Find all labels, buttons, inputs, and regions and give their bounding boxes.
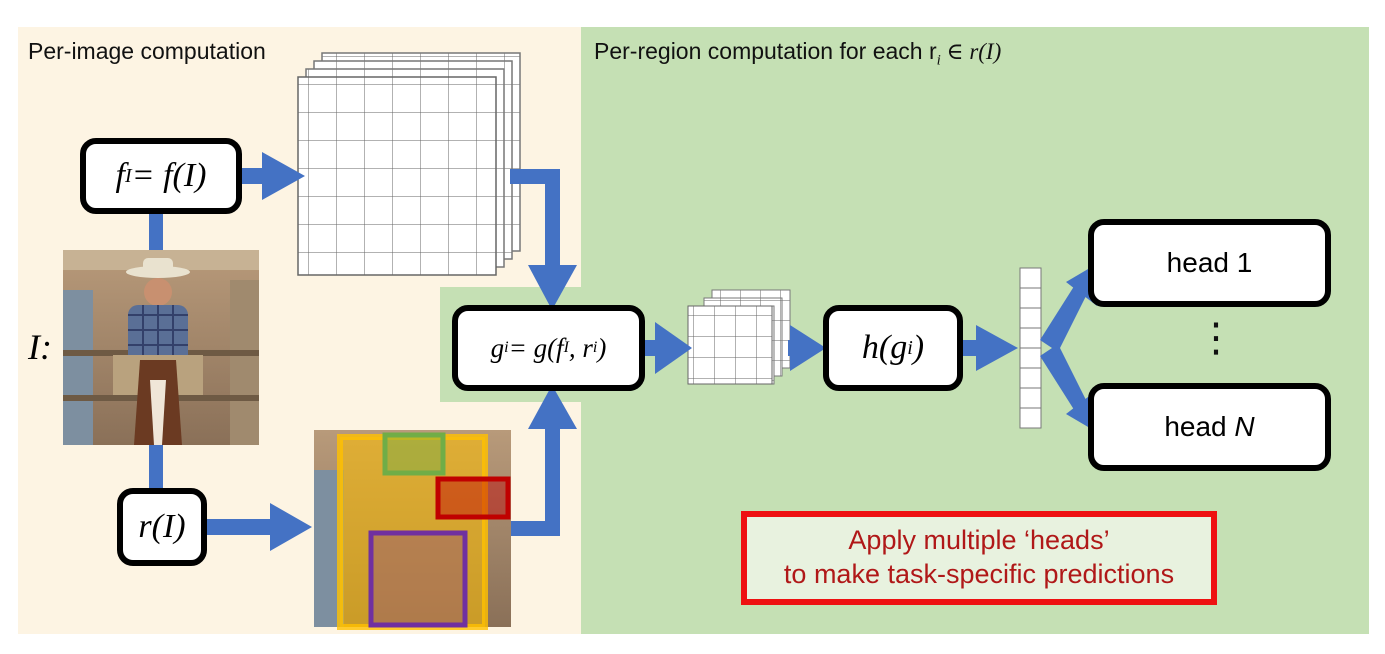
r-box: r(I) bbox=[117, 488, 207, 566]
g-rhs-sub1: I bbox=[563, 339, 569, 356]
f-rhs: = f(I) bbox=[131, 157, 207, 194]
per-region-title-text: Per-region computation for each r bbox=[594, 38, 937, 64]
f-lhs-sub: I bbox=[124, 164, 132, 187]
vertical-ellipsis: ⋮ bbox=[1196, 316, 1236, 360]
head-n-box: head N bbox=[1088, 383, 1331, 471]
f-lhs: f bbox=[115, 157, 125, 194]
head-n-label: head bbox=[1164, 411, 1235, 442]
head-1-label: head 1 bbox=[1166, 247, 1253, 278]
per-image-title: Per-image computation bbox=[28, 38, 266, 64]
per-region-title-tail: ∈ r(I) bbox=[940, 39, 1002, 64]
h-tail: ) bbox=[912, 329, 925, 366]
input-image bbox=[63, 250, 259, 445]
g-mid: , r bbox=[568, 332, 593, 363]
region-proposals-image bbox=[314, 430, 511, 630]
arrows bbox=[149, 152, 1100, 551]
callout-line2: to make task-specific predictions bbox=[783, 559, 1175, 589]
callout-box: Apply multiple ‘heads’ to make task-spec… bbox=[741, 511, 1217, 605]
r-label: r(I) bbox=[138, 508, 186, 545]
head-1-box: head 1 bbox=[1088, 219, 1331, 307]
g-rhs: = g(f bbox=[508, 332, 564, 363]
g-lhs: g bbox=[490, 332, 505, 363]
per-region-title-sub: i bbox=[936, 52, 941, 69]
callout-line1: Apply multiple ‘heads’ bbox=[848, 525, 1110, 556]
g-lhs-sub: i bbox=[504, 339, 509, 356]
h-sub: i bbox=[907, 336, 913, 359]
image-label: I: bbox=[28, 326, 52, 368]
h-main: h(g bbox=[861, 329, 908, 366]
per-region-title: Per-region computation for each ri ∈ r(I… bbox=[594, 38, 1001, 70]
feature-vector bbox=[1019, 267, 1042, 429]
g-tail: ) bbox=[597, 332, 607, 363]
image-label-text: I: bbox=[28, 327, 52, 367]
head-n-n: N bbox=[1234, 411, 1255, 442]
feature-map-stack bbox=[297, 52, 521, 276]
region-feature-stack bbox=[687, 289, 791, 385]
g-rhs-sub2: i bbox=[592, 339, 598, 356]
